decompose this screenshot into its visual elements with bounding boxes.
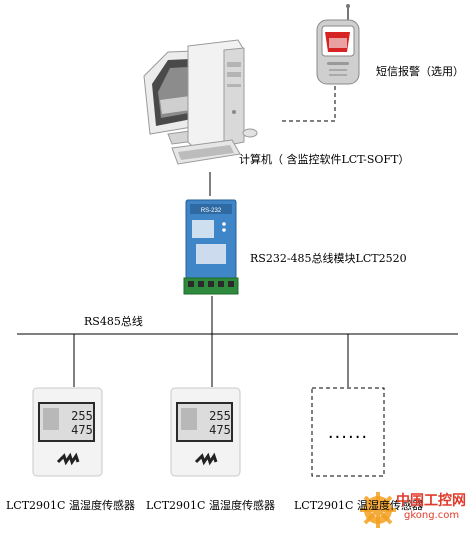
sensor-device-2: 255 475 — [170, 387, 241, 477]
sensor-2-reading-bottom: 475 — [209, 423, 231, 437]
sensor-device-1: 255 475 — [32, 387, 103, 477]
sensor-1-reading-bottom: 475 — [71, 423, 93, 437]
watermark-text-en: gkong.com — [404, 510, 460, 521]
module-device-text: RS-232 — [201, 208, 222, 214]
sensor-3-placeholder-dots: ...... — [328, 422, 368, 443]
module-label: RS232-485总线模块LCT2520 — [250, 252, 407, 265]
rs232-485-module: RS-232 — [183, 199, 239, 295]
phone-link-dashed — [282, 86, 336, 122]
connection-lines — [17, 86, 458, 387]
computer-label: 计算机（ 含监控软件LCT-SOFT） — [239, 153, 410, 166]
phone-label: 短信报警（选用） — [376, 65, 464, 78]
watermark-text-cn: 中国工控网 — [396, 493, 466, 509]
phone-icon — [316, 4, 360, 85]
computer-icon — [143, 39, 258, 165]
sensor-device-3-placeholder: ...... — [311, 387, 385, 477]
bus-label: RS485总线 — [84, 315, 143, 328]
sensor-3-label: LCT2901C 温湿度传感器 — [294, 499, 423, 512]
sensor-2-reading-top: 255 — [209, 409, 231, 423]
sensor-2-label: LCT2901C 温湿度传感器 — [146, 499, 275, 512]
sensor-1-reading-top: 255 — [71, 409, 93, 423]
watermark-logo — [360, 492, 396, 528]
sensor-1-label: LCT2901C 温湿度传感器 — [6, 499, 135, 512]
